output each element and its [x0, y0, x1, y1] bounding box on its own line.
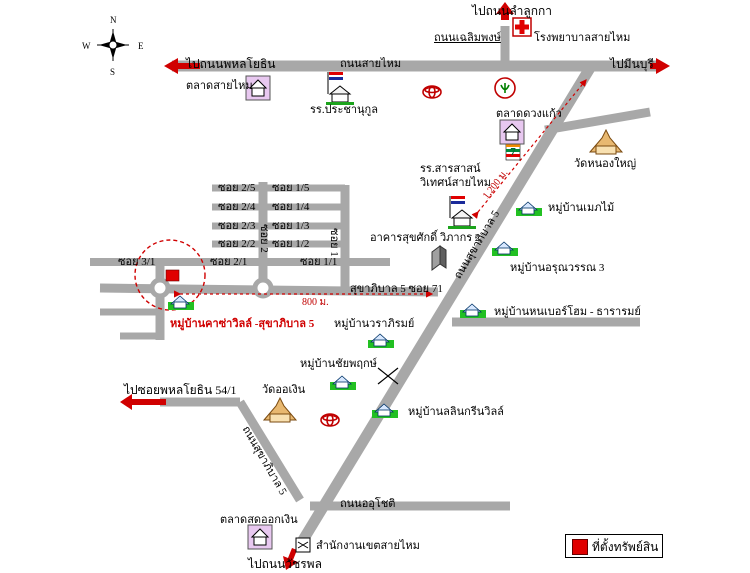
label-soi-2-5: ซอย 2/5 [218, 182, 256, 194]
label-soi-2-4: ซอย 2/4 [218, 201, 256, 213]
label-soi-2: ซอย 2 [258, 224, 270, 253]
label-road-sai-mai: ถนนสายไหม [340, 58, 402, 70]
label-village-chaiyaphruek: หมู่บ้านชัยพฤกษ์ [300, 358, 377, 370]
label-village-varapirom: หมู่บ้านวราภิรมย์ [334, 318, 415, 330]
school-icon-pracha [326, 72, 354, 105]
bank-logo [494, 77, 516, 99]
label-village-arun: หมู่บ้านอรุณวรรณ 3 [510, 262, 605, 274]
village-icon-varapirom [368, 333, 394, 348]
label-talat-duangkaew: ตลาดดวงแก้ว [496, 108, 562, 120]
subject-marker [165, 269, 180, 282]
market-icon-sai-mai [245, 75, 271, 101]
road-diagonal-sw [236, 399, 304, 503]
crossing-icon [377, 367, 399, 385]
arrow-west-phaholyothin [164, 58, 200, 74]
label-village-lalin: หมู่บ้านลลินกรีนวิลล์ [408, 406, 504, 418]
label-soi-1-1: ซอย 1/1 [300, 256, 338, 268]
school-icon-saras [448, 196, 476, 229]
label-soi-1-5: ซอย 1/5 [272, 182, 310, 194]
label-to-watcharaphon: ไปถนนวัชรพล [248, 557, 322, 571]
hospital-icon [512, 17, 532, 37]
distance-line-1200 [471, 79, 587, 219]
label-village-hbr: หมู่บ้านหนเบอร์โฮม - ธารารมย์ [494, 306, 641, 318]
compass-s: S [110, 67, 116, 77]
temple-icon-or-ngoen [262, 396, 298, 423]
arrow-north-lamlukka [496, 2, 514, 20]
label-soi-2-3: ซอย 2/3 [218, 220, 256, 232]
arrow-west-soi54 [120, 394, 166, 410]
label-hospital: โรงพยาบาลสายไหม [534, 32, 631, 44]
label-road-soi71: สุขาภิบาล 5 ซอย 71 [350, 283, 443, 295]
toyota-logo-2 [320, 413, 340, 427]
label-road-chalerm-phong: ถนนเฉลิมพงษ์ [434, 32, 501, 44]
label-soi-1: ซอย 1 [328, 228, 340, 257]
label-soi-2-2: ซอย 2/2 [218, 238, 256, 250]
label-village-mai: หมู่บ้านเมภไม้ [548, 202, 615, 214]
label-soi-1-2: ซอย 1/2 [272, 238, 310, 250]
label-school-pracha: รร.ประชานุกูล [310, 104, 378, 116]
compass-rose [97, 29, 129, 61]
village-icon-subject [168, 295, 194, 310]
building-icon-sukhon [431, 245, 447, 271]
label-soi-1-3: ซอย 1/3 [272, 220, 310, 232]
district-office-icon [295, 537, 311, 553]
arrow-east-minburi [650, 58, 670, 74]
label-building-sukhon: อาคารสุขศักดิ์ วิภากร 2 [370, 232, 481, 244]
label-talat-sod: ตลาดสดออกเงิน [220, 514, 298, 526]
arrow-south-watcharaphon [283, 548, 298, 570]
compass-e: E [138, 41, 144, 51]
svg-text:7: 7 [510, 146, 516, 158]
label-to-phaholyothin: ไปถนนพหลโยธิน [186, 57, 276, 71]
label-soi-3-1: ซอย 3/1 [118, 256, 156, 268]
village-icon-hbr [460, 303, 486, 318]
legend: ที่ตั้งทรัพย์สิน [565, 534, 663, 558]
seven-eleven-logo: 7 [505, 141, 521, 161]
label-road-ordu-chit: ถนนออุโชติ [340, 498, 396, 510]
village-icon-arun [492, 241, 518, 256]
village-icon-mai [516, 201, 542, 216]
label-distance-800: 800 ม. [302, 297, 329, 308]
label-soi-2-1: ซอย 2/1 [210, 256, 248, 268]
label-to-lamlukka: ไปถนนลำลูกกา [472, 4, 553, 18]
village-icon-chaiyaphruek [330, 375, 356, 390]
market-icon-duangkaew [499, 119, 525, 145]
label-to-minburi: ไปมีนบุรี [610, 57, 654, 71]
label-to-soi-54-1: ไปซอยพหลโยธิน 54/1 [124, 383, 237, 397]
label-soi-1-4: ซอย 1/4 [272, 201, 310, 213]
subject-highlight-circle [134, 239, 206, 311]
label-school-saras: รร.สารสาสน์ วิเทศน์สายไหม [420, 163, 492, 189]
label-wat-nong-yai: วัดหนองใหญ่ [574, 158, 637, 170]
legend-swatch [572, 539, 588, 555]
label-talat-sai-mai: ตลาดสายไหม [186, 80, 253, 92]
label-wat-or-ngoen: วัดออเงิน [262, 384, 306, 396]
village-icon-lalin [372, 403, 398, 418]
label-district-office: สำนักงานเขตสายไหม [316, 540, 420, 552]
temple-icon-nong-yai [588, 128, 624, 155]
legend-label: ที่ตั้งทรัพย์สิน [592, 540, 659, 554]
label-subject-property: หมู่บ้านคาซ่าวิลล์ -สุขาภิบาล 5 [170, 318, 315, 330]
compass-n: N [110, 15, 117, 25]
compass-w: W [82, 41, 91, 51]
market-icon-sod [247, 524, 273, 550]
toyota-logo-1 [422, 85, 442, 99]
